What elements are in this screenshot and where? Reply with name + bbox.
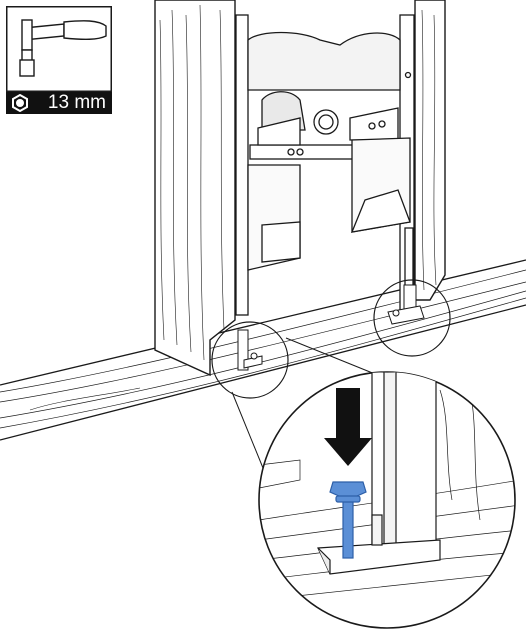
down-arrow-icon [324, 388, 372, 466]
zoom-detail [258, 371, 516, 629]
detail-circle-left [211, 321, 289, 399]
bolt-washer [335, 495, 361, 503]
installation-frame [235, 14, 415, 316]
detail-circle-right [373, 279, 451, 357]
hex-nut-icon [12, 94, 28, 112]
bolt [329, 481, 367, 559]
left-stud [154, 0, 236, 377]
tool-size-label: 13 mm [6, 92, 112, 114]
tool-panel: 13 mm [6, 6, 112, 114]
tool-size-text: 13 mm [47, 92, 106, 113]
bolt-shaft [342, 499, 354, 559]
socket-wrench-icon [6, 6, 112, 92]
right-stud [414, 0, 446, 301]
zoom-leader-lines [231, 337, 376, 469]
